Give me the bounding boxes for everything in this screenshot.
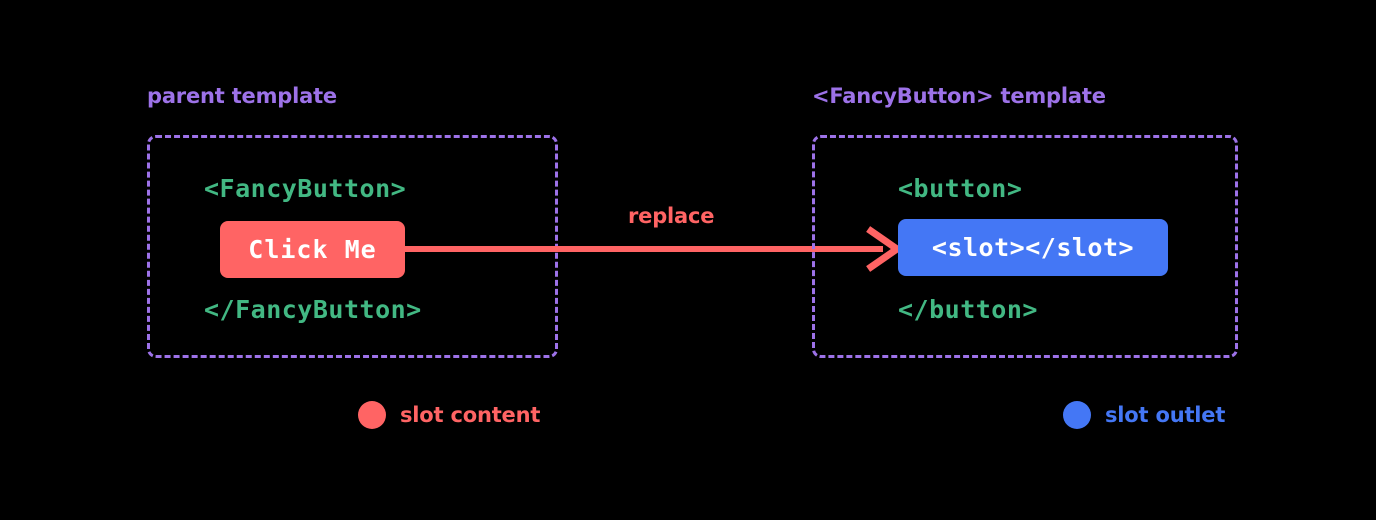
fancybutton-template-heading: <FancyButton> template (812, 84, 1106, 108)
slot-content-chip[interactable]: Click Me (220, 221, 405, 278)
slot-content-chip-label: Click Me (248, 235, 377, 264)
legend-label-slot-outlet: slot outlet (1105, 403, 1226, 427)
legend-dot-coral-icon (358, 401, 386, 429)
replace-arrow-label: replace (628, 204, 715, 228)
slot-outlet-chip-label: <slot></slot> (931, 233, 1135, 262)
legend-item-slot-content: slot content (358, 401, 540, 429)
slot-outlet-chip[interactable]: <slot></slot> (898, 219, 1168, 276)
replace-arrow-icon (400, 226, 904, 272)
fancybutton-template-panel (812, 135, 1238, 358)
parent-template-heading: parent template (147, 84, 337, 108)
code-open-button-tag: <button> (898, 174, 1023, 203)
legend-label-slot-content: slot content (400, 403, 541, 427)
legend-item-slot-outlet: slot outlet (1063, 401, 1225, 429)
code-close-button-tag: </button> (898, 295, 1038, 324)
code-close-fancybutton-tag: </FancyButton> (204, 295, 422, 324)
legend-dot-blue-icon (1063, 401, 1091, 429)
code-open-fancybutton-tag: <FancyButton> (204, 174, 407, 203)
